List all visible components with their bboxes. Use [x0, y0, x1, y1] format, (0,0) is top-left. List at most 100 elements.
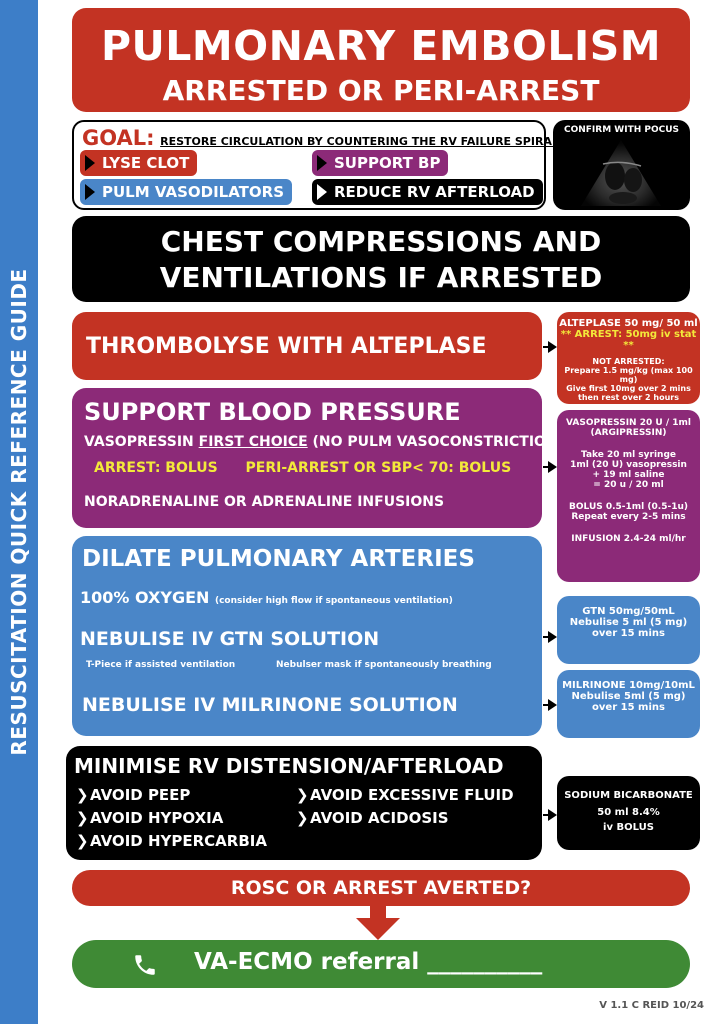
bicarbonate-dosing-panel: SODIUM BICARBONATE 50 ml 8.4% iv BOLUS	[557, 776, 700, 850]
chevron-right-icon: ❯	[76, 832, 89, 850]
milrinone-title: NEBULISE IV MILRINONE SOLUTION	[82, 694, 458, 716]
bullet-avoid-hypercarbia: ❯AVOID HYPERCARBIA	[76, 832, 267, 850]
arrow-right-icon	[543, 809, 557, 821]
minimise-title: MINIMISE RV DISTENSION/AFTERLOAD	[74, 754, 504, 778]
oxygen-line: 100% OXYGEN (consider high flow if spont…	[80, 588, 453, 607]
minimise-box: MINIMISE RV DISTENSION/AFTERLOAD ❯AVOID …	[66, 746, 542, 860]
chevron-right-icon	[317, 184, 327, 200]
ecmo-banner: VA-ECMO referral __________	[72, 940, 690, 988]
gtn-duration: over 15 mins	[592, 628, 665, 639]
goal-item-pulm-vasodilators: PULM VASODILATORS	[80, 179, 293, 205]
support-bp-box: SUPPORT BLOOD PRESSURE VASOPRESSIN FIRST…	[72, 388, 564, 528]
rosc-banner: ROSC OR ARREST AVERTED?	[72, 870, 690, 906]
bullet-label: AVOID PEEP	[90, 786, 191, 804]
alteplase-not-arrested-line: then rest over 2 hours	[578, 393, 679, 402]
chevron-right-icon: ❯	[76, 786, 89, 804]
cpr-line-2: VENTILATIONS IF ARRESTED	[159, 261, 603, 294]
milrinone-concentration: MILRINONE 10mg/10mL	[562, 680, 695, 691]
alteplase-dosing-panel: ALTEPLASE 50 mg/ 50 ml ** ARREST: 50mg i…	[557, 312, 700, 404]
goal-panel: GOAL: RESTORE CIRCULATION BY COUNTERING …	[72, 120, 559, 210]
gtn-concentration: GTN 50mg/50mL	[582, 606, 675, 617]
vasopressin-prep-line: 1ml (20 U) vasopressin	[570, 460, 687, 470]
milrinone-duration: over 15 mins	[592, 702, 665, 713]
dilate-title: DILATE PULMONARY ARTERIES	[82, 546, 475, 572]
peri-arrest-bolus-label: PERI-ARREST OR SBP< 70: BOLUS	[245, 460, 512, 476]
goal-label: GOAL:	[82, 126, 155, 150]
ecmo-text: VA-ECMO referral __________	[194, 949, 543, 975]
bullet-label: AVOID HYPOXIA	[90, 809, 224, 827]
alteplase-concentration: ALTEPLASE 50 mg/ 50 ml	[559, 318, 698, 329]
vasopressin-concentration: VASOPRESSIN 20 U / 1ml	[566, 418, 691, 428]
chevron-right-icon	[85, 184, 95, 200]
bullet-avoid-acidosis: ❯AVOID ACIDOSIS	[296, 809, 449, 827]
goal-item-label: SUPPORT BP	[334, 154, 441, 172]
vasopressin-label: VASOPRESSIN	[84, 434, 194, 450]
tpiece-note: T-Piece if assisted ventilation	[86, 660, 236, 670]
bicarbonate-volume: 50 ml 8.4%	[597, 807, 660, 818]
vasopressin-generic-name: (ARGIPRESSIN)	[590, 428, 667, 438]
bicarbonate-route: iv BOLUS	[603, 822, 654, 833]
alteplase-not-arrested-heading: NOT ARRESTED:	[592, 357, 665, 366]
goal-item-label: PULM VASODILATORS	[102, 183, 285, 201]
goal-item-lyse-clot: LYSE CLOT	[80, 150, 198, 176]
pocus-ultrasound-image	[581, 140, 661, 206]
oxygen-label: 100% OXYGEN	[80, 588, 210, 607]
vasopressin-prep-line: = 20 u / 20 ml	[593, 480, 664, 490]
page-title: PULMONARY EMBOLISM	[100, 22, 662, 70]
vasopressin-prep-line: + 19 ml saline	[592, 470, 665, 480]
infusions-label: NORADRENALINE OR ADRENALINE INFUSIONS	[84, 494, 445, 510]
bicarbonate-title: SODIUM BICARBONATE	[564, 790, 693, 801]
down-arrow-icon	[356, 906, 400, 940]
chevron-right-icon	[317, 155, 327, 171]
bullet-avoid-hypoxia: ❯AVOID HYPOXIA	[76, 809, 223, 827]
goal-item-label: LYSE CLOT	[102, 154, 190, 172]
alteplase-not-arrested-line: Give first 10mg over 2 mins	[566, 384, 691, 393]
sidebar-title: RESUSCITATION QUICK REFERENCE GUIDE	[7, 268, 31, 756]
sidebar-banner: RESUSCITATION QUICK REFERENCE GUIDE	[0, 0, 38, 1024]
first-choice-label: FIRST CHOICE	[198, 434, 308, 450]
goal-item-reduce-rv-afterload: REDUCE RV AFTERLOAD	[312, 179, 543, 205]
vasopressin-bolus-line: BOLUS 0.5-1ml (0.5-1u)	[569, 502, 688, 512]
bullet-label: AVOID ACIDOSIS	[310, 809, 449, 827]
arrow-right-icon	[543, 699, 557, 711]
chevron-right-icon: ❯	[76, 809, 89, 827]
thrombolyse-box: THROMBOLYSE WITH ALTEPLASE	[72, 312, 542, 380]
rosc-text: ROSC OR ARREST AVERTED?	[230, 877, 532, 899]
oxygen-note: (consider high flow if spontaneous venti…	[214, 596, 453, 606]
alteplase-not-arrested-line: Prepare 1.5 mg/kg (max 100 mg)	[564, 366, 693, 384]
arrow-right-icon	[543, 631, 557, 643]
phone-icon	[135, 955, 155, 975]
dilate-box: DILATE PULMONARY ARTERIES 100% OXYGEN (c…	[72, 536, 542, 736]
bullet-label: AVOID EXCESSIVE FLUID	[310, 786, 514, 804]
mask-note: Nebulser mask if spontaneously breathing	[276, 660, 492, 670]
chevron-right-icon: ❯	[296, 786, 309, 804]
cpr-line-1: CHEST COMPRESSIONS AND	[160, 225, 602, 258]
alteplase-arrest-dose: ** ARREST: 50mg iv stat **	[560, 329, 697, 351]
support-bp-title: SUPPORT BLOOD PRESSURE	[84, 398, 461, 426]
vasopressin-dosing-panel: VASOPRESSIN 20 U / 1ml (ARGIPRESSIN) Tak…	[557, 410, 700, 582]
bullet-label: AVOID HYPERCARBIA	[90, 832, 267, 850]
arrest-bolus-label: ARREST: BOLUS	[94, 460, 218, 476]
arrow-right-icon	[543, 461, 557, 473]
goal-item-support-bp: SUPPORT BP	[312, 150, 449, 176]
vasopressin-infusion-line: INFUSION 2.4-24 ml/hr	[571, 534, 686, 544]
vasopressin-bolus-line: Repeat every 2-5 mins	[571, 512, 686, 522]
goal-heading: GOAL: RESTORE CIRCULATION BY COUNTERING …	[82, 126, 559, 150]
vasopressin-prep-line: Take 20 ml syringe	[581, 450, 676, 460]
pocus-panel: CONFIRM WITH POCUS	[553, 120, 690, 210]
gtn-dosing-panel: GTN 50mg/50mL Nebulise 5 ml (5 mg) over …	[557, 596, 700, 664]
goal-item-label: REDUCE RV AFTERLOAD	[334, 183, 535, 201]
bolus-line: ARREST: BOLUS PERI-ARREST OR SBP< 70: BO…	[94, 460, 511, 476]
goal-description: RESTORE CIRCULATION BY COUNTERING THE RV…	[160, 135, 559, 148]
version-footer: V 1.1 C REID 10/24	[599, 1000, 704, 1011]
chevron-right-icon: ❯	[296, 809, 309, 827]
gtn-title: NEBULISE IV GTN SOLUTION	[80, 628, 380, 650]
cpr-banner: CHEST COMPRESSIONS AND VENTILATIONS IF A…	[72, 216, 690, 302]
thrombolyse-title: THROMBOLYSE WITH ALTEPLASE	[86, 334, 487, 359]
gtn-nebulise-dose: Nebulise 5 ml (5 mg)	[569, 617, 688, 628]
milrinone-dosing-panel: MILRINONE 10mg/10mL Nebulise 5ml (5 mg) …	[557, 670, 700, 738]
arrow-right-icon	[543, 341, 557, 353]
vasopressin-note: (NO PULM VASOCONSTRICTION)	[312, 434, 565, 450]
title-banner: PULMONARY EMBOLISM ARRESTED OR PERI-ARRE…	[72, 8, 690, 112]
bullet-avoid-peep: ❯AVOID PEEP	[76, 786, 190, 804]
